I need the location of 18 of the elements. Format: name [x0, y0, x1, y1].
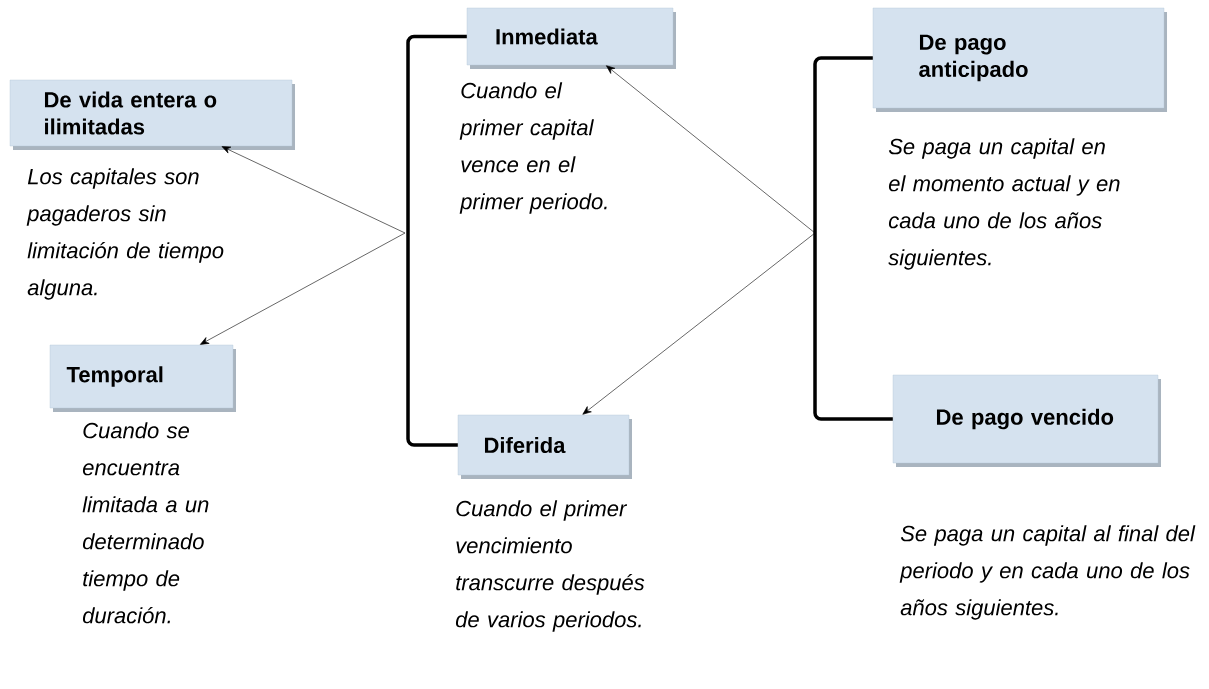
description-text: Cuando se encuentra limitada a un determinado tiempo de duración.: [82, 422, 209, 624]
arrow: [200, 232, 406, 345]
title-box: Inmediata: [466, 7, 676, 69]
arrow: [221, 146, 406, 234]
description-text: Se paga un capital en el momento actual y en cada uno de los años siguientes.: [888, 138, 1120, 270]
title-box: De vida entera o ilimitadas: [9, 79, 295, 150]
description-text: Cuando el primer vencimiento transcurre después de varios periodos.: [455, 500, 645, 632]
bracket-line: [406, 34, 467, 447]
bracket-line: [813, 56, 893, 421]
description-text: Cuando el primer capital vence en el primer periodo.: [459, 82, 607, 214]
description-text: Se paga un capital al final del periodo y en cada uno de los años siguientes.: [899, 525, 1196, 620]
title-box: De pago vencido: [892, 374, 1161, 467]
arrow: [606, 65, 816, 234]
description-text: Los capitales son pagaderos sin limitación de tiempo alguna.: [26, 168, 224, 300]
title-box: Diferida: [457, 414, 632, 479]
title-box: Temporal: [49, 344, 236, 412]
arrow: [582, 232, 816, 415]
title-box: De pago anticipado: [872, 7, 1167, 112]
